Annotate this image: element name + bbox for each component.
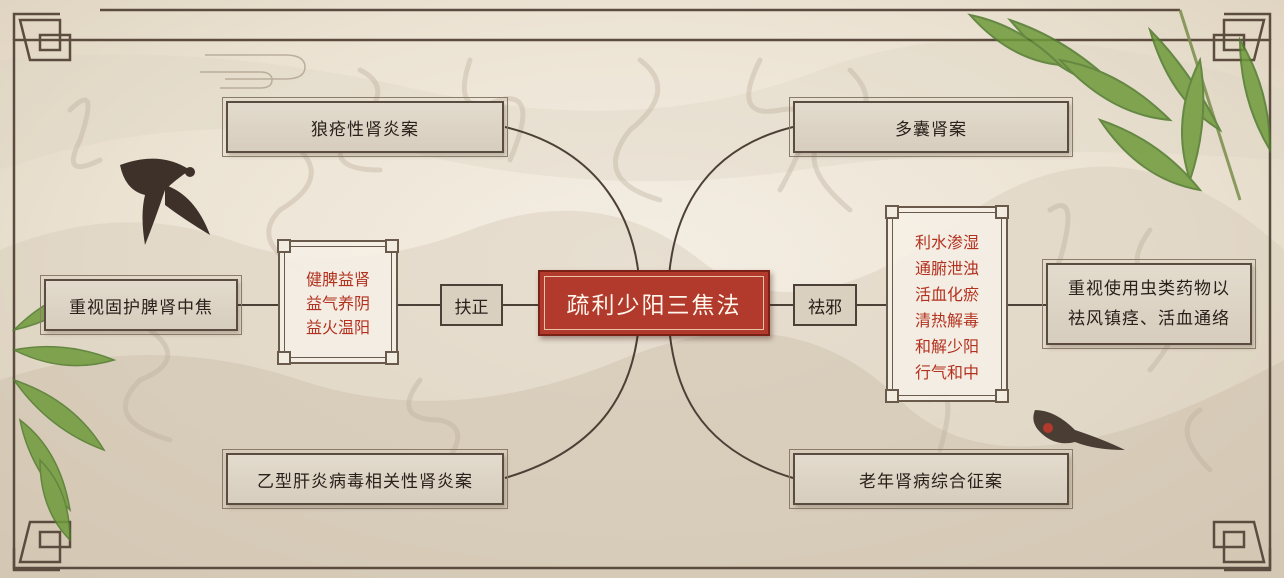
right-methods-list: 利水渗湿 通腑泄浊 活血化瘀 清热解毒 和解少阳 行气和中	[888, 230, 1006, 386]
fret-corner-ornament	[277, 239, 291, 253]
case-elderly-nephrotic: 老年肾病综合征案	[789, 449, 1073, 509]
expel-label-box: 祛邪	[793, 284, 857, 326]
left-outcome-label: 重视固护脾肾中焦	[69, 297, 213, 318]
method-item: 健脾益肾	[305, 270, 370, 289]
left-methods-box: 健脾益肾 益气养阴 益火温阳	[277, 239, 399, 365]
method-item: 和解少阳	[914, 337, 979, 356]
method-item: 活血化瘀	[914, 285, 979, 304]
case-elderly-nephrotic-label: 老年肾病综合征案	[859, 471, 1003, 492]
central-title: 疏利少阳三焦法	[566, 293, 742, 319]
fret-corner-ornament	[277, 351, 291, 365]
support-label-box: 扶正	[440, 284, 503, 326]
method-item: 益火温阳	[305, 318, 370, 337]
fret-corner-ornament	[885, 205, 899, 219]
fret-corner-ornament	[385, 351, 399, 365]
right-outcome-line: 祛风镇痉、活血通络	[1068, 309, 1230, 329]
right-outcome-box: 重视使用虫类药物以 祛风镇痉、活血通络	[1042, 259, 1256, 349]
fret-corner-ornament	[995, 205, 1009, 219]
central-title-box: 疏利少阳三焦法	[538, 270, 770, 336]
case-lupus-nephritis-label: 狼疮性肾炎案	[311, 119, 419, 140]
case-polycystic-kidney-label: 多囊肾案	[895, 119, 967, 140]
left-outcome-box: 重视固护脾肾中焦	[40, 275, 242, 335]
fret-corner-ornament	[385, 239, 399, 253]
right-outcome-line: 重视使用虫类药物以	[1068, 279, 1230, 299]
right-outcome-text: 重视使用虫类药物以 祛风镇痉、活血通络	[1068, 274, 1230, 334]
case-hbv-nephritis: 乙型肝炎病毒相关性肾炎案	[222, 449, 508, 509]
method-item: 利水渗湿	[914, 233, 979, 252]
method-item: 通腑泄浊	[914, 259, 979, 278]
fret-corner-ornament	[885, 389, 899, 403]
case-lupus-nephritis: 狼疮性肾炎案	[222, 97, 508, 157]
method-item: 清热解毒	[914, 311, 979, 330]
method-item: 益气养阴	[305, 294, 370, 313]
case-polycystic-kidney: 多囊肾案	[789, 97, 1073, 157]
fret-corner-ornament	[995, 389, 1009, 403]
case-hbv-nephritis-label: 乙型肝炎病毒相关性肾炎案	[257, 471, 473, 492]
support-label: 扶正	[454, 297, 489, 318]
expel-label: 祛邪	[808, 297, 842, 318]
right-methods-box: 利水渗湿 通腑泄浊 活血化瘀 清热解毒 和解少阳 行气和中	[885, 205, 1009, 403]
left-methods-list: 健脾益肾 益气养阴 益火温阳	[280, 268, 396, 340]
method-item: 行气和中	[914, 363, 979, 382]
